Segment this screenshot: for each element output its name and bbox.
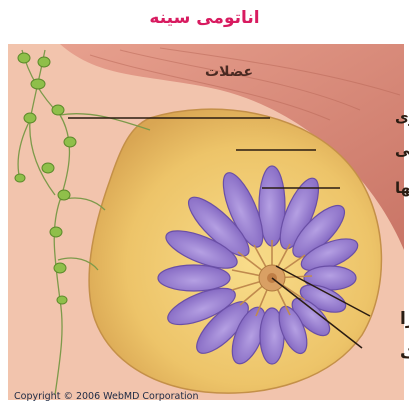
copyright-text: Copyright © 2006 WebMD Corporation — [14, 391, 199, 402]
label-ducts: مجرا — [400, 309, 409, 329]
label-fatty-tissue: بافت چربی — [395, 141, 409, 160]
label-nipple: نوک — [400, 343, 409, 363]
label-lobules: لوبولها — [395, 179, 409, 197]
label-muscles: عضلات — [205, 64, 253, 80]
label-lymph-nodes: غده لنفاوی — [395, 108, 409, 126]
